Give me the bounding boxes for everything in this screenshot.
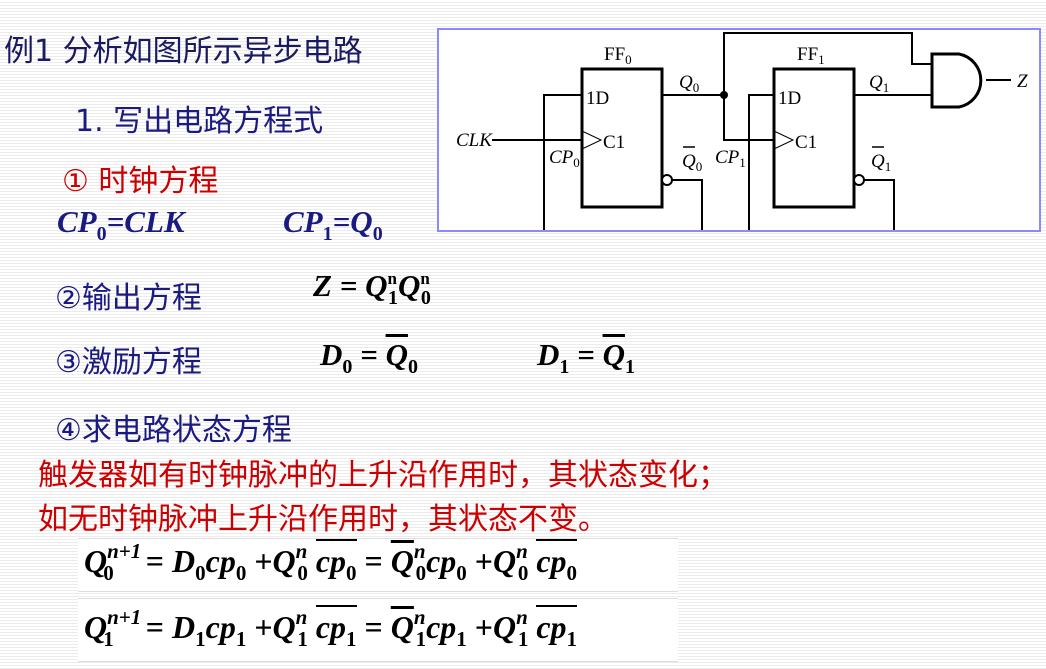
ff0-box xyxy=(580,67,664,209)
circuit-svg: FF0 FF1 1D 1D C1 C1 CLK CP0 CP1 Q0 Q1 Q0… xyxy=(456,32,1028,233)
state-equation-label: ④求电路状态方程 xyxy=(55,413,292,448)
ff1-d-label: 1D xyxy=(778,88,801,109)
ff1-c-label: C1 xyxy=(795,132,817,153)
note-line-2: 如无时钟脉冲上升沿作用时，其状态不变。 xyxy=(38,502,608,537)
ff1-qbar-bubble xyxy=(853,174,865,186)
cp1-label: CP1 xyxy=(715,147,746,170)
output-equation: Z = Qn1Qn0 xyxy=(313,268,431,309)
ff0-d-label: 1D xyxy=(586,88,609,109)
q0bar-label: Q0 xyxy=(682,151,702,174)
d1-equation: D1 = Q1 xyxy=(537,337,635,378)
and-gate xyxy=(930,52,983,109)
excitation-equation-label: ③激励方程 xyxy=(55,345,202,380)
cp1-equation: CP1=Q0 xyxy=(283,204,383,245)
d0-equation: D0 = Q0 xyxy=(320,337,418,378)
ff1-label: FF1 xyxy=(797,44,825,67)
output-equation-label: ②输出方程 xyxy=(55,281,202,316)
junction-dot xyxy=(720,91,728,99)
q1bar-label: Q1 xyxy=(871,151,891,174)
note-line-1: 触发器如有时钟脉冲的上升沿作用时，其状态变化； xyxy=(38,458,728,493)
z-label: Z xyxy=(1017,71,1028,92)
state-equation-q0: Qn+10 = D0cp0 +Qn0 cp0 = Qn0cp0 +Qn0 cp0 xyxy=(78,538,678,592)
slide-title: 例1 分析如图所示异步电路 xyxy=(4,34,363,69)
q0-label: Q0 xyxy=(679,72,699,95)
ff0-clock-triangle xyxy=(581,130,603,150)
cp0-equation: CP0=CLK xyxy=(57,204,185,245)
q0-wire xyxy=(662,94,774,141)
q0-to-and-wire xyxy=(723,32,932,95)
clock-equation-label: ① 时钟方程 xyxy=(62,164,219,199)
ff0-label: FF0 xyxy=(604,44,632,67)
ff0-c-label: C1 xyxy=(603,132,625,153)
circuit-diagram: FF0 FF1 1D 1D C1 C1 CLK CP0 CP1 Q0 Q1 Q0… xyxy=(437,28,1041,233)
ff1-clock-triangle xyxy=(773,130,795,150)
ff0-qbar-bubble xyxy=(661,174,673,186)
clk-label: CLK xyxy=(456,130,493,151)
state-equation-q1: Qn+11 = D1cp1 +Qn1 cp1 = Qn1cp1 +Qn1 cp1 xyxy=(78,598,678,662)
step-heading: 1. 写出电路方程式 xyxy=(75,104,324,139)
q1-label: Q1 xyxy=(869,72,889,95)
cp0-label: CP0 xyxy=(549,147,580,170)
ff1-box xyxy=(772,67,856,209)
